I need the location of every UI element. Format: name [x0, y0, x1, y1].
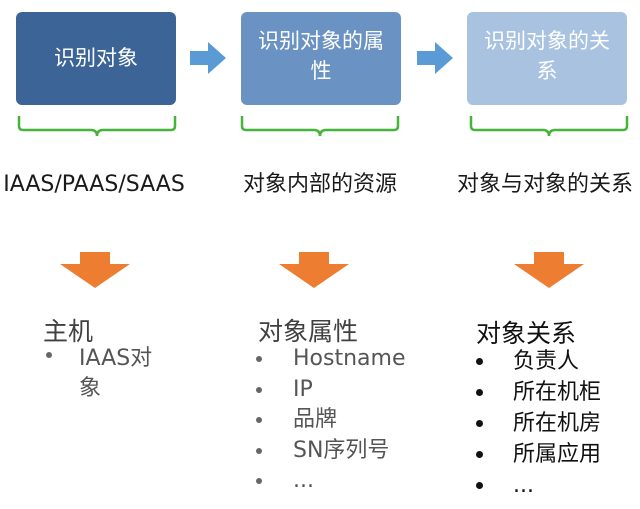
- bullet-icon: [256, 386, 262, 393]
- step-2-description: 对象内部的资源: [242, 172, 397, 197]
- step-1-list: IAAS对象: [46, 344, 166, 404]
- step-2-heading: 对象属性: [258, 317, 359, 346]
- bullet-icon: [256, 417, 262, 423]
- step-1-heading: 主机: [43, 317, 94, 346]
- right-arrow-icon: [417, 42, 453, 74]
- list-item-label: IAAS对象: [79, 346, 153, 401]
- step-1-box-label: 识别对象: [54, 46, 138, 71]
- step-1-box: 识别对象: [16, 12, 176, 105]
- bullet-icon: [476, 420, 483, 427]
- step-1-description: IAAS/PAAS/SAAS: [3, 172, 185, 197]
- list-item: Hostname: [256, 344, 436, 375]
- list-item-label: SN序列号: [293, 437, 390, 463]
- step-2-list: Hostname IP 品牌 SN序列号 ...: [256, 344, 436, 497]
- brace-icon: [240, 116, 400, 137]
- list-item-label: 负责人: [513, 349, 580, 374]
- list-item-label: 品牌: [293, 407, 338, 432]
- list-item-label: 所在机房: [513, 411, 602, 436]
- list-item: SN序列号: [256, 436, 436, 467]
- list-item: 负责人: [476, 346, 636, 377]
- bullet-icon: [476, 482, 483, 489]
- list-item: 所属应用: [476, 439, 636, 470]
- bullet-icon: [256, 447, 262, 454]
- bullet-icon: [476, 358, 483, 365]
- step-3-list: 负责人 所在机柜 所在机房 所属应用 ...: [476, 346, 636, 501]
- list-item: IAAS对象: [46, 344, 166, 404]
- bullet-icon: [476, 451, 483, 458]
- step-3-box-label: 识别对象的关系: [484, 29, 610, 84]
- brace-icon: [17, 116, 177, 137]
- list-item-label: ...: [293, 468, 314, 493]
- step-3-box: 识别对象的关系: [467, 12, 627, 105]
- list-item: ...: [256, 466, 436, 497]
- list-item-label: ...: [513, 473, 534, 498]
- list-item-label: 所在机柜: [513, 380, 602, 405]
- list-item-label: Hostname: [293, 346, 406, 371]
- bullet-icon: [256, 356, 262, 362]
- list-item: IP: [256, 375, 436, 406]
- list-item: 所在机房: [476, 408, 636, 439]
- brace-icon: [469, 116, 629, 137]
- down-arrow-icon: [279, 252, 349, 288]
- right-arrow-icon: [190, 42, 226, 74]
- list-item-label: IP: [293, 376, 313, 402]
- down-arrow-icon: [514, 252, 584, 288]
- step-3-description: 对象与对象的关系: [456, 172, 633, 197]
- step-3-heading: 对象关系: [476, 319, 577, 348]
- list-item: 品牌: [256, 405, 436, 436]
- bullet-icon: [46, 352, 52, 358]
- list-item: 所在机柜: [476, 377, 636, 408]
- down-arrow-icon: [60, 252, 130, 288]
- bullet-icon: [256, 478, 262, 484]
- bullet-icon: [476, 389, 483, 396]
- list-item-label: 所属应用: [513, 442, 602, 467]
- step-2-box: 识别对象的属性: [241, 12, 401, 105]
- step-2-box-label: 识别对象的属性: [258, 29, 384, 84]
- list-item: ...: [476, 470, 636, 501]
